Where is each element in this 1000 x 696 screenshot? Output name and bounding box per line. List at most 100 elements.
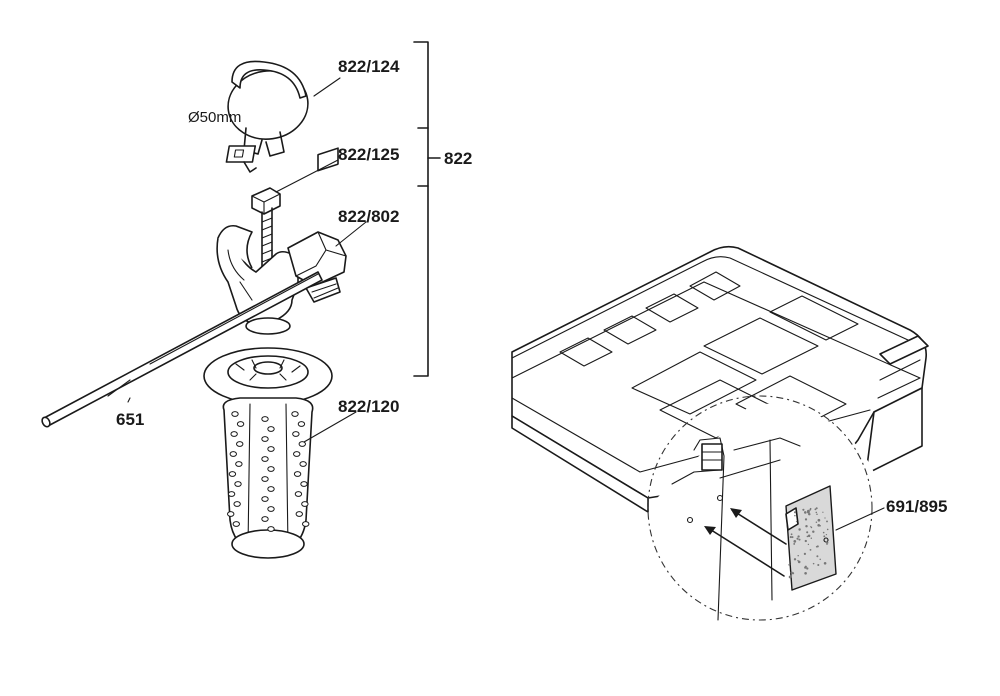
- plate-speckle: [793, 558, 797, 561]
- grip-dot: [227, 511, 235, 517]
- grip-dot: [291, 411, 299, 417]
- grip-dot: [228, 471, 237, 477]
- plate-speckle: [803, 552, 807, 556]
- grip-dot: [261, 516, 269, 522]
- grip-dot: [229, 451, 237, 457]
- clamp-screw-drawing: [251, 187, 281, 273]
- plate-speckle: [806, 531, 809, 534]
- grip-dot: [302, 521, 310, 527]
- plate-speckle: [815, 507, 818, 510]
- grip-dot: [261, 456, 269, 462]
- plate-speckle: [826, 543, 828, 546]
- plate-speckle: [797, 535, 800, 538]
- grip-dot: [301, 501, 309, 507]
- plate-speckle: [804, 571, 807, 575]
- plate-speckle: [804, 518, 808, 521]
- plate-speckle: [824, 517, 826, 519]
- grip-dot: [261, 416, 269, 422]
- plate-speckle: [819, 558, 821, 561]
- plate-speckle: [789, 536, 792, 539]
- grip-dot: [292, 431, 300, 437]
- handle-grip-dots: [227, 411, 310, 532]
- label-822-802: 822/802: [338, 207, 399, 226]
- plate-speckle: [795, 521, 798, 523]
- grip-dot: [294, 491, 303, 497]
- grip-dot: [261, 496, 269, 502]
- plate-speckle: [810, 526, 812, 528]
- label-691-895: 691/895: [886, 497, 947, 516]
- plate-speckle: [804, 566, 807, 569]
- plate-speckle: [816, 555, 819, 558]
- grip-dot: [227, 491, 236, 497]
- plate-speckle: [790, 574, 793, 577]
- plate-speckle: [807, 543, 810, 546]
- plate-speckle: [804, 539, 807, 543]
- plate-speckle: [804, 511, 807, 514]
- depth-rod-drawing: [41, 271, 323, 428]
- assembly-bracket: [413, 41, 441, 377]
- plate-speckle: [806, 535, 809, 538]
- plate-speckle: [788, 575, 792, 579]
- plate-speckle: [807, 534, 811, 538]
- grip-dot: [235, 461, 243, 467]
- plate-speckle: [809, 508, 812, 511]
- plate-speckle: [815, 511, 818, 514]
- plate-speckle: [816, 513, 818, 516]
- grip-dot: [267, 446, 275, 452]
- grip-dot: [267, 426, 275, 432]
- plate-speckle: [793, 540, 797, 543]
- plate-speckle: [814, 508, 817, 511]
- plate-speckle: [812, 530, 815, 533]
- grip-dot: [236, 421, 245, 427]
- side-handle-drawing: [203, 347, 333, 559]
- grip-dot: [293, 471, 302, 477]
- plate-speckle: [794, 514, 796, 517]
- grip-dot: [299, 461, 307, 467]
- grip-dot: [261, 476, 269, 482]
- plate-speckle: [825, 533, 828, 536]
- plate-speckle: [822, 511, 824, 513]
- grip-dot: [230, 431, 238, 437]
- plate-speckle: [807, 509, 810, 513]
- grip-dot: [297, 421, 306, 427]
- plate-speckle: [793, 542, 796, 545]
- plate-speckle: [791, 572, 795, 575]
- plate-speckle: [802, 508, 805, 511]
- plate-speckle: [823, 562, 827, 565]
- grip-dot: [261, 436, 269, 442]
- grip-dot: [236, 441, 244, 447]
- grip-dot: [232, 521, 240, 527]
- plate-speckle: [797, 560, 801, 564]
- plate-speckle: [808, 512, 811, 516]
- plate-speckle: [815, 521, 818, 524]
- grip-dot: [231, 411, 239, 417]
- grip-dot: [267, 526, 275, 532]
- grip-dot: [300, 481, 308, 487]
- plate-speckle: [797, 554, 799, 557]
- plate-speckle: [790, 533, 793, 536]
- plate-speckle: [806, 567, 809, 570]
- grip-dot: [293, 451, 301, 457]
- label-clamp-dimension: Ø50mm: [188, 109, 241, 126]
- plate-speckle: [817, 518, 821, 522]
- plate-speckle: [809, 548, 812, 551]
- grip-dot: [298, 441, 306, 447]
- label-822: 822: [444, 149, 472, 168]
- plate-speckle: [812, 562, 815, 565]
- plate-speckle: [796, 537, 799, 540]
- detail-magnifier: [647, 395, 885, 640]
- plate-speckle: [815, 545, 818, 548]
- grip-dot: [267, 486, 275, 492]
- label-822-120: 822/120: [338, 397, 399, 416]
- grip-dot: [295, 511, 303, 517]
- leader-lines: [107, 77, 885, 531]
- label-651: 651: [116, 410, 144, 429]
- plate-speckle: [810, 537, 813, 540]
- plate-speckle: [822, 531, 825, 534]
- plate-speckle: [788, 563, 791, 566]
- grip-dot: [267, 466, 275, 472]
- plate-speckle: [793, 511, 797, 514]
- plate-speckle: [791, 536, 794, 539]
- plate-speckle: [817, 563, 820, 567]
- grip-dot: [233, 501, 241, 507]
